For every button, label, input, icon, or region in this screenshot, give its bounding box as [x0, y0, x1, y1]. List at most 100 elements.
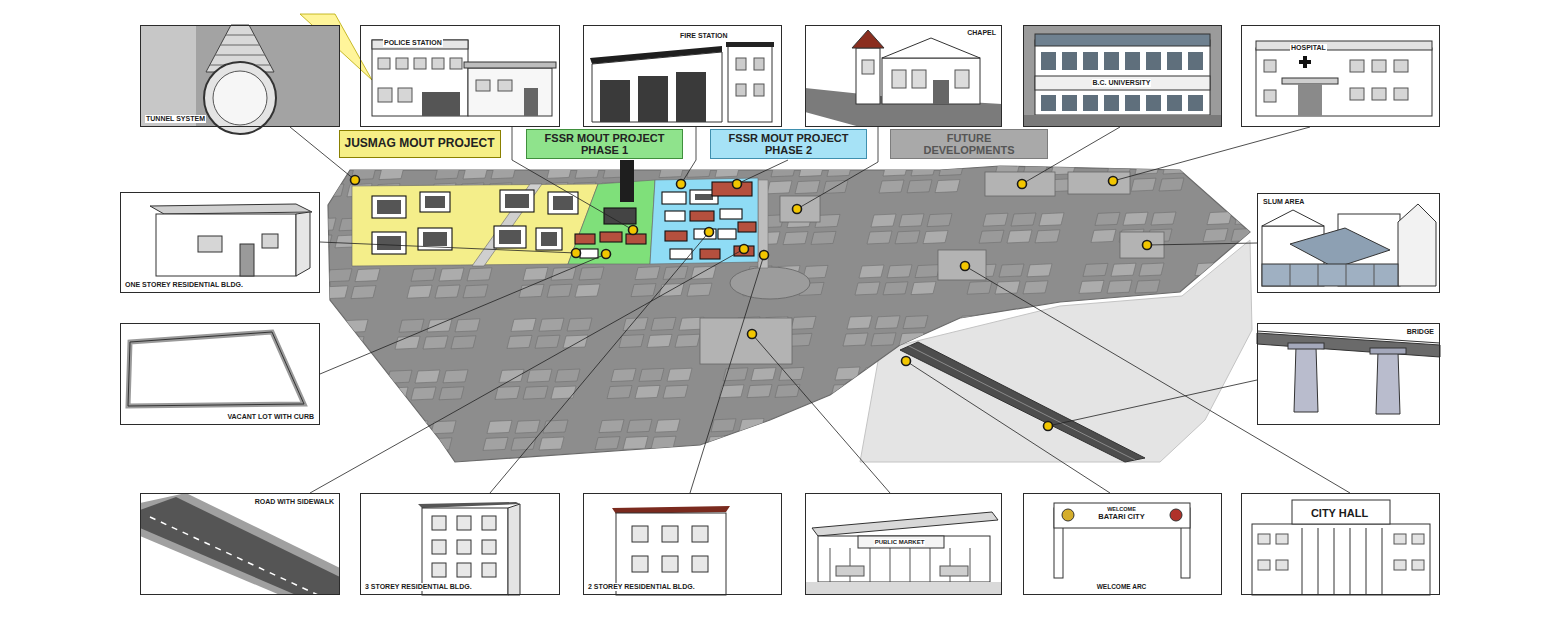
- leader-line: [965, 266, 1350, 493]
- illustration-rect: [1350, 60, 1364, 72]
- illustration-rect: [1276, 560, 1288, 570]
- illustration-rect: [690, 211, 714, 221]
- city-block: [875, 316, 900, 329]
- welcome-arc-illustration: [1054, 503, 1190, 578]
- illustration-rect: [156, 214, 296, 276]
- city-block: [427, 319, 452, 332]
- illustration-rect: [862, 60, 874, 74]
- city-block: [515, 420, 540, 433]
- callout-box: CHAPEL: [805, 25, 1002, 127]
- city-block: [543, 420, 568, 433]
- city-block: [1187, 415, 1212, 428]
- caption-label: 3 STOREY RESIDENTIAL BLDG.: [364, 583, 473, 591]
- city-block: [887, 384, 912, 397]
- large-building: [700, 318, 792, 364]
- city-block: [535, 335, 560, 348]
- city-block: [791, 316, 816, 329]
- fire-station-illustration: [590, 42, 774, 122]
- caption-label: BATARI CITY: [1097, 513, 1145, 522]
- city-block: [983, 213, 1008, 226]
- three-storey-illustration: [418, 502, 520, 595]
- large-buildings: [700, 172, 1164, 364]
- city-block: [871, 333, 896, 346]
- illustration-rect: [1062, 52, 1077, 70]
- illustration-line: [226, 35, 254, 36]
- city-block: [1135, 280, 1160, 293]
- illustration-rect: [662, 192, 686, 204]
- zone-building: [536, 228, 562, 250]
- city-block: [655, 419, 680, 432]
- chapel-illustration: [805, 30, 1002, 127]
- city-block: [855, 282, 880, 295]
- city-block: [451, 336, 476, 349]
- city-block: [315, 320, 340, 333]
- city-block: [1135, 161, 1160, 174]
- caption-label: ONE STOREY RESIDENTIAL BLDG.: [124, 281, 244, 289]
- illustration-rect: [432, 58, 444, 69]
- callout-box: B.C. UNIVERSITY: [1023, 25, 1222, 127]
- illustration-rect: [468, 68, 552, 116]
- city-block: [311, 337, 336, 350]
- zone-area: [568, 180, 655, 264]
- illustration-rect: [553, 196, 573, 210]
- city-block: [539, 437, 564, 450]
- city-block: [343, 320, 368, 333]
- zone-building: [665, 231, 687, 241]
- city-block: [1123, 212, 1148, 225]
- city-block: [799, 164, 824, 177]
- illustration-rect: [1167, 52, 1182, 70]
- illustration-rect: [1258, 534, 1270, 544]
- city-block: [687, 164, 712, 177]
- city-block: [939, 163, 964, 176]
- illustration-polygon: [592, 52, 722, 122]
- city-block: [551, 386, 576, 399]
- illustration-rect: [806, 582, 1001, 594]
- city-block: [707, 436, 732, 449]
- project-label-text: FSSR MOUT PROJECT PHASE 1: [537, 132, 672, 156]
- illustration-rect: [398, 88, 412, 102]
- city-block: [375, 421, 400, 434]
- illustration-rect: [856, 48, 880, 104]
- illustration-rect: [665, 231, 687, 241]
- callout-box: FIRE STATION: [583, 25, 782, 127]
- site-map: [259, 160, 1272, 462]
- illustration-rect: [580, 249, 598, 258]
- caption-label: FIRE STATION: [679, 32, 729, 40]
- city-block: [575, 284, 600, 297]
- city-block: [895, 231, 920, 244]
- city-block: [1039, 213, 1064, 226]
- callout-box: POLICE STATION: [360, 25, 560, 127]
- city-block: [651, 436, 676, 449]
- illustration-rect: [738, 222, 756, 232]
- city-block: [1191, 280, 1216, 293]
- location-dot: [961, 262, 970, 271]
- city-block: [667, 368, 692, 381]
- city-block: [607, 386, 632, 399]
- illustration-line: [1318, 528, 1319, 595]
- illustration-circle: [213, 71, 267, 125]
- illustration-rect: [377, 236, 401, 250]
- city-block: [663, 266, 688, 279]
- illustration-rect: [665, 211, 685, 221]
- illustration-rect: [450, 58, 462, 69]
- illustration-line: [970, 548, 971, 582]
- city-block: [1011, 332, 1036, 345]
- city-block: [1107, 280, 1132, 293]
- city-block: [387, 370, 412, 383]
- city-block: [1103, 416, 1128, 429]
- caption-label: 2 STOREY RESIDENTIAL BLDG.: [587, 583, 696, 591]
- city-block: [1015, 315, 1040, 328]
- illustration-rect: [372, 40, 468, 49]
- illustration-rect: [541, 232, 557, 246]
- city-block: [891, 367, 916, 380]
- illustration-rect: [1035, 40, 1210, 115]
- city-block: [1111, 263, 1136, 276]
- illustration-rect: [505, 194, 529, 208]
- illustration-rect: [632, 526, 648, 542]
- city-block: [575, 165, 600, 178]
- city-block: [439, 387, 464, 400]
- project-label-text: FSSR MOUT PROJECT PHASE 2: [721, 132, 856, 156]
- city-block: [1155, 433, 1180, 446]
- city-block: [907, 180, 932, 193]
- zone-building: [662, 192, 686, 204]
